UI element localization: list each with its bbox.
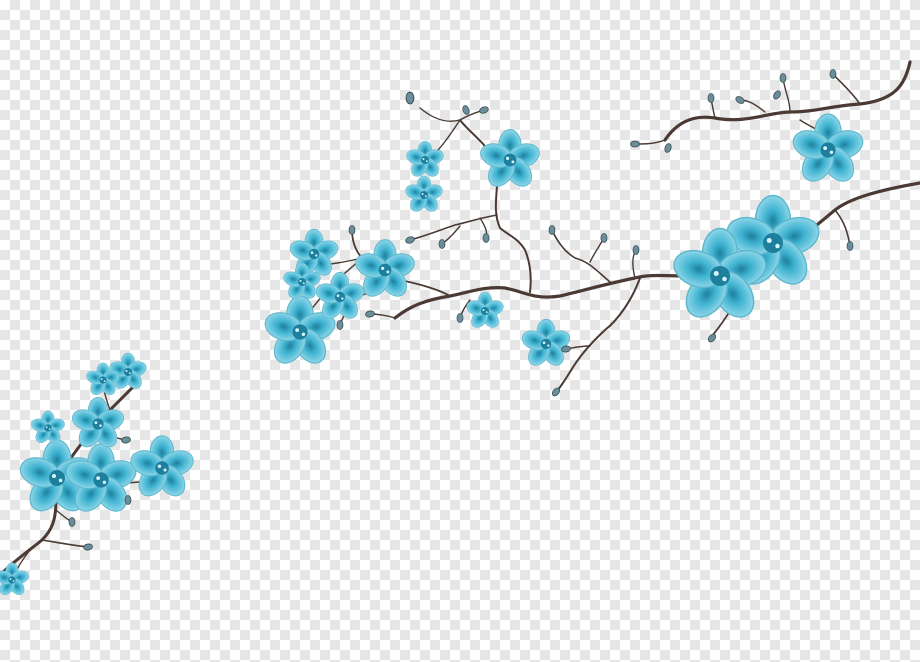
- upper-branch: [304, 60, 920, 393]
- flowers: [0, 112, 868, 598]
